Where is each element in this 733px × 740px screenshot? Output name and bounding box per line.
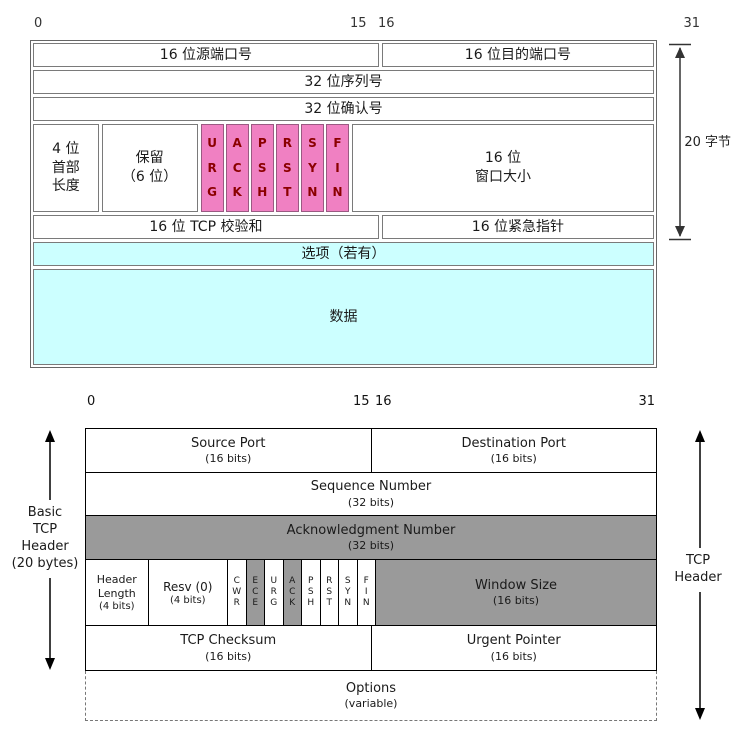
field-bits: (16 bits) — [205, 452, 252, 466]
field-data-cn: 数据 — [33, 269, 654, 365]
flag-urg-en: U R G — [265, 560, 284, 625]
field-label: TCP Checksum — [180, 633, 277, 649]
basic-header-label: Basic TCP Header (20 bytes) — [8, 500, 82, 578]
field-header-length-cn: 4 位 首部 长度 — [33, 124, 99, 212]
row-checksum-cn: 16 位 TCP 校验和 16 位紧急指针 — [33, 215, 654, 239]
field-label: Source Port — [190, 435, 266, 451]
row-sequence-cn: 32 位序列号 — [33, 70, 654, 94]
field-urgent-pointer-cn: 16 位紧急指针 — [381, 215, 654, 239]
field-checksum-cn: 16 位 TCP 校验和 — [33, 215, 379, 239]
field-label: Urgent Pointer — [466, 633, 561, 649]
flag-syn-en: S Y N — [339, 560, 358, 625]
tcp-header-diagram-english: 0 15 16 31 Source Port (16 bits) Destina… — [8, 388, 733, 736]
field-label: Sequence Number — [310, 479, 432, 495]
field-ack-number-cn: 32 位确认号 — [33, 97, 654, 121]
flag-ack-en: A C K — [283, 560, 302, 625]
field-header-length-en: Header Length (4 bits) — [86, 560, 149, 625]
field-label: Acknowledgment Number — [286, 522, 456, 538]
flag-rst-cn: R S T — [275, 124, 299, 212]
row-data-cn: 数据 — [33, 269, 654, 365]
row-ports-en: Source Port (16 bits) Destination Port (… — [86, 429, 656, 473]
bit-ruler-cn: 0 15 16 31 — [30, 16, 733, 34]
tcp-header-label: TCP Header — [663, 548, 733, 592]
field-reserved-cn: 保留 （6 位） — [101, 124, 198, 212]
flag-ack-cn: A C K — [225, 124, 249, 212]
row-ports-cn: 16 位源端口号 16 位目的端口号 — [33, 43, 654, 67]
field-bits: (16 bits) — [490, 649, 537, 663]
header-table-en: Source Port (16 bits) Destination Port (… — [85, 428, 657, 671]
flag-ece-en: E C E — [246, 560, 265, 625]
bit-label-16-cn: 16 — [378, 16, 395, 31]
row-flags-cn: 4 位 首部 长度 保留 （6 位） U R G A C K P S H R S… — [33, 124, 654, 212]
bit-label-31-cn: 31 — [683, 16, 700, 31]
field-label: Resv (0) — [163, 579, 213, 594]
bit-label-16-en: 16 — [375, 394, 392, 409]
field-destination-port-en: Destination Port (16 bits) — [372, 429, 657, 472]
tcp-header-diagram-chinese: 0 15 16 31 16 位源端口号 16 位目的端口号 32 位序列号 32… — [28, 8, 733, 380]
field-destination-port-cn: 16 位目的端口号 — [381, 43, 654, 67]
row-ack-cn: 32 位确认号 — [33, 97, 654, 121]
bit-label-0-en: 0 — [87, 394, 96, 409]
field-source-port-en: Source Port (16 bits) — [86, 429, 372, 472]
field-label: Header Length — [96, 573, 137, 600]
flag-rst-en: R S T — [321, 560, 339, 625]
flag-psh-en: P S H — [302, 560, 321, 625]
flag-cwr-en: C W R — [228, 560, 247, 625]
field-window-size-cn: 16 位 窗口大小 — [352, 124, 654, 212]
bit-label-15-en: 15 — [353, 394, 370, 409]
flag-psh-cn: P S H — [250, 124, 274, 212]
bit-label-31-en: 31 — [638, 394, 655, 409]
field-bits: (16 bits) — [205, 649, 252, 663]
field-reserved-en: Resv (0) (4 bits) — [149, 560, 228, 625]
row-flags-en: Header Length (4 bits) Resv (0) (4 bits)… — [86, 560, 656, 626]
field-bits: (32 bits) — [347, 539, 395, 553]
field-source-port-cn: 16 位源端口号 — [33, 43, 379, 67]
flag-syn-cn: S Y N — [300, 124, 324, 212]
row-options-cn: 选项（若有） — [33, 242, 654, 266]
bit-label-15-cn: 15 — [350, 16, 367, 31]
row-checksum-en: TCP Checksum (16 bits) Urgent Pointer (1… — [86, 626, 656, 670]
field-bits: (4 bits) — [98, 600, 135, 612]
bit-ruler-en: 0 15 16 31 — [85, 394, 657, 410]
byte-count-label-cn: 20 字节 — [684, 135, 731, 150]
dimension-arrow-20bytes-icon — [668, 43, 692, 241]
flag-group-cn: U R G A C K P S H R S T S Y N F I N — [200, 124, 350, 212]
field-sequence-number-en: Sequence Number (32 bits) — [86, 473, 656, 515]
field-ack-number-en: Acknowledgment Number (32 bits) — [86, 516, 656, 559]
row-ack-en: Acknowledgment Number (32 bits) — [86, 516, 656, 560]
field-label: Window Size — [474, 577, 558, 593]
field-bits: (16 bits) — [492, 594, 540, 608]
header-table-cn: 16 位源端口号 16 位目的端口号 32 位序列号 32 位确认号 4 位 首… — [30, 40, 657, 368]
flag-fin-cn: F I N — [325, 124, 350, 212]
field-bits: (variable) — [344, 697, 398, 711]
field-label: Options — [345, 680, 397, 696]
field-bits: (16 bits) — [490, 452, 537, 466]
field-bits: (4 bits) — [169, 594, 206, 606]
field-sequence-number-cn: 32 位序列号 — [33, 70, 654, 94]
flag-fin-en: F I N — [358, 560, 376, 625]
field-options-en: Options (variable) — [85, 671, 657, 721]
row-sequence-en: Sequence Number (32 bits) — [86, 473, 656, 516]
field-checksum-en: TCP Checksum (16 bits) — [86, 626, 372, 670]
field-urgent-pointer-en: Urgent Pointer (16 bits) — [372, 626, 657, 670]
field-window-size-en: Window Size (16 bits) — [376, 560, 656, 625]
field-bits: (32 bits) — [347, 495, 395, 509]
flag-urg-cn: U R G — [200, 124, 224, 212]
field-options-cn: 选项（若有） — [33, 242, 654, 266]
field-label: Destination Port — [461, 435, 566, 451]
bit-label-0-cn: 0 — [34, 16, 43, 31]
